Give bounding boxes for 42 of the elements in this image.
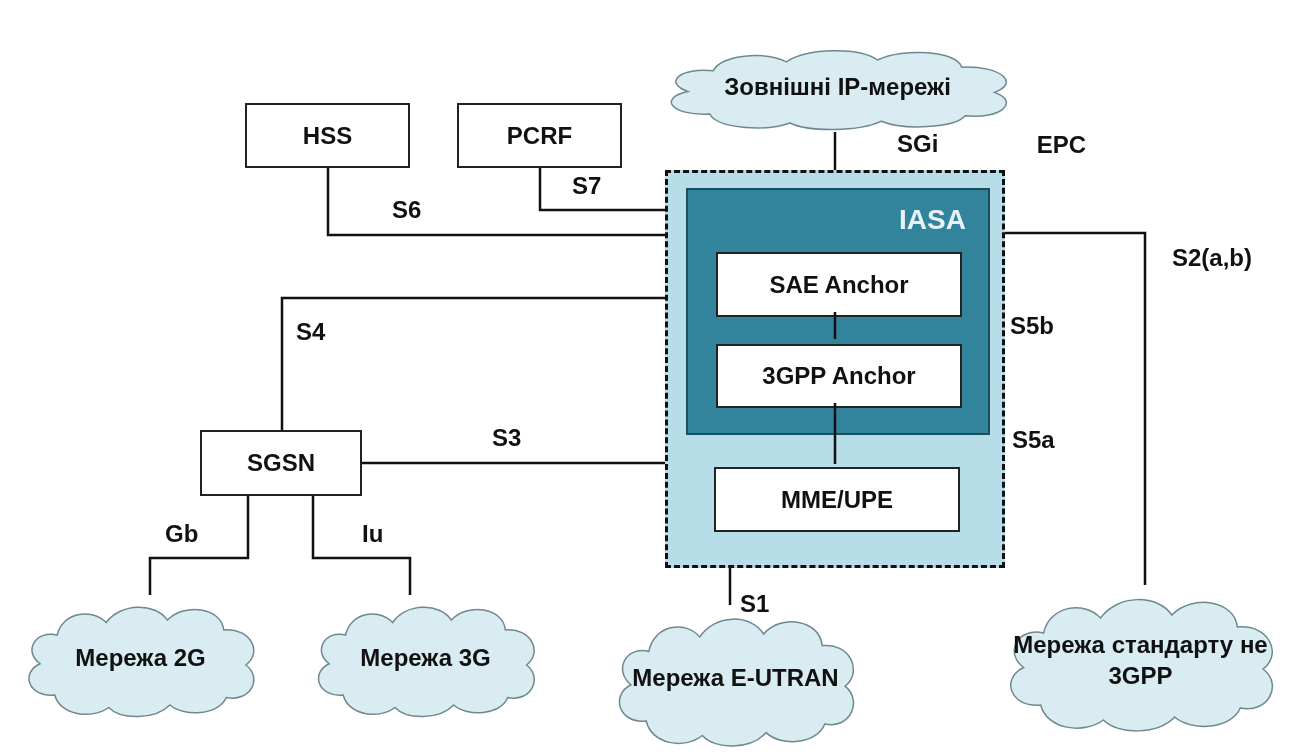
edge-label: S4 xyxy=(296,318,326,346)
node-label: Мережа E-UTRAN xyxy=(631,662,840,693)
connector-line xyxy=(362,461,665,465)
interface-label: S5b xyxy=(1010,312,1054,340)
connector-line xyxy=(311,496,412,595)
process-box xyxy=(200,430,362,496)
connector-line xyxy=(538,168,665,212)
connector-line xyxy=(728,568,732,605)
node-label: 3GPP Anchor xyxy=(761,361,917,392)
connector-line xyxy=(833,132,837,170)
node-label: MME/UPE xyxy=(780,484,894,515)
connector-line xyxy=(148,496,250,595)
node-label: PCRF xyxy=(505,120,574,151)
edge-label: S2(a,b) xyxy=(1172,244,1252,272)
connector-line xyxy=(1005,231,1147,585)
node-label: HSS xyxy=(301,120,354,151)
node-label: Мережа 3G xyxy=(359,642,492,673)
group-title: EPC xyxy=(1036,131,1086,159)
process-box xyxy=(714,467,960,532)
connector-line xyxy=(326,168,665,237)
node-label: Мережа стандарту не 3GPP xyxy=(1012,629,1269,691)
edge-label: S1 xyxy=(740,590,770,618)
edge-label: S6 xyxy=(392,196,422,224)
connector-line xyxy=(833,403,837,464)
edge-label: S7 xyxy=(572,172,602,200)
edge-label: S3 xyxy=(492,424,522,452)
edge-label: Iu xyxy=(362,520,384,548)
node-label: Мережа 2G xyxy=(74,642,207,673)
process-box xyxy=(716,344,962,408)
edge-label: SGi xyxy=(897,130,939,158)
node-label: SGSN xyxy=(246,448,316,479)
process-box xyxy=(245,103,410,168)
subsystem-box xyxy=(686,188,990,435)
process-box xyxy=(457,103,622,168)
connector-line xyxy=(280,296,665,430)
node-label: SAE Anchor xyxy=(768,269,910,300)
process-box xyxy=(716,252,962,317)
group-title: IASA xyxy=(899,204,966,236)
node-label: Зовнішні IP-мережі xyxy=(723,72,952,103)
edge-label: Gb xyxy=(165,520,199,548)
interface-label: S5a xyxy=(1012,426,1055,454)
connector-line xyxy=(833,312,837,339)
